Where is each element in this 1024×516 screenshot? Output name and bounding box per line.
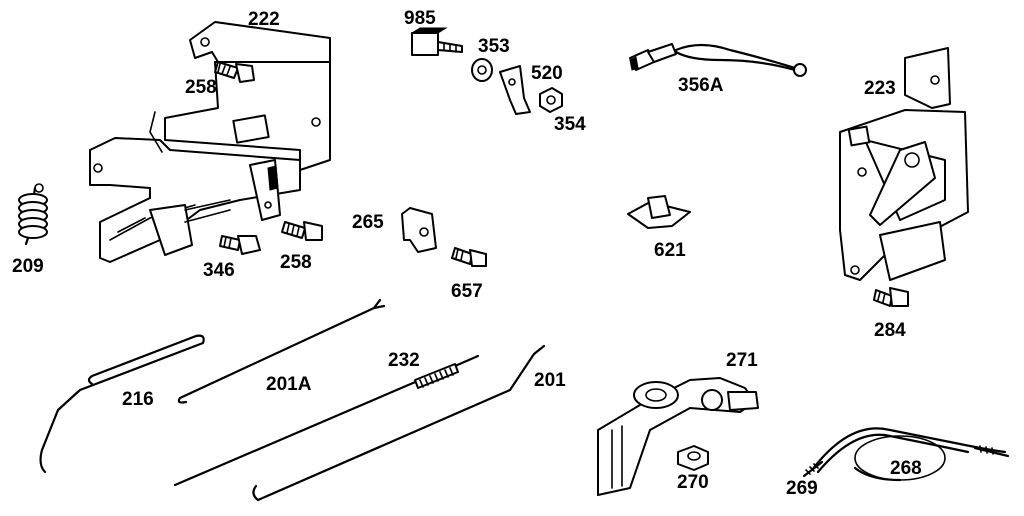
part-258-screw-lower xyxy=(281,221,323,241)
label-265: 265 xyxy=(352,212,384,233)
part-201-rod xyxy=(252,344,546,502)
part-284-screw xyxy=(873,287,909,307)
label-268: 268 xyxy=(890,458,922,479)
part-354-nut xyxy=(539,87,563,113)
part-201a-rod xyxy=(177,298,386,404)
part-209-spring xyxy=(18,183,48,246)
part-216-link xyxy=(39,334,205,474)
label-269: 269 xyxy=(786,478,818,499)
label-284: 284 xyxy=(874,320,906,341)
label-621: 621 xyxy=(654,240,686,261)
part-269-cable-end xyxy=(802,445,1010,478)
label-201a: 201A xyxy=(266,374,312,395)
label-353: 353 xyxy=(478,36,510,57)
label-354: 354 xyxy=(554,114,586,135)
label-223: 223 xyxy=(864,78,896,99)
part-265-clip xyxy=(401,207,437,253)
part-621-cable-clip xyxy=(627,195,691,229)
label-657: 657 xyxy=(451,281,483,302)
label-216: 216 xyxy=(122,389,154,410)
label-271: 271 xyxy=(726,350,758,371)
part-258-screw-top xyxy=(214,61,255,83)
label-985: 985 xyxy=(404,8,436,29)
part-232-spring-link xyxy=(173,354,480,487)
label-258-top: 258 xyxy=(185,77,217,98)
part-520-terminal xyxy=(499,65,531,115)
part-356a-ground-wire xyxy=(629,43,807,77)
label-346: 346 xyxy=(203,260,235,281)
label-258-lower: 258 xyxy=(280,252,312,273)
label-520: 520 xyxy=(531,63,563,84)
part-222-control-bracket xyxy=(89,21,331,263)
label-270: 270 xyxy=(677,472,709,493)
label-201: 201 xyxy=(534,370,566,391)
part-353-lock-washer xyxy=(471,58,493,82)
part-271-governor-lever xyxy=(597,377,759,496)
part-346-screw xyxy=(219,235,261,255)
part-985-switch xyxy=(410,27,463,56)
part-657-screw xyxy=(451,247,487,267)
part-223-governor-bracket xyxy=(839,47,969,281)
label-222: 222 xyxy=(248,9,280,30)
label-232: 232 xyxy=(388,350,420,371)
part-270-nut xyxy=(677,445,709,471)
label-356a: 356A xyxy=(678,75,724,96)
label-209: 209 xyxy=(12,256,44,277)
